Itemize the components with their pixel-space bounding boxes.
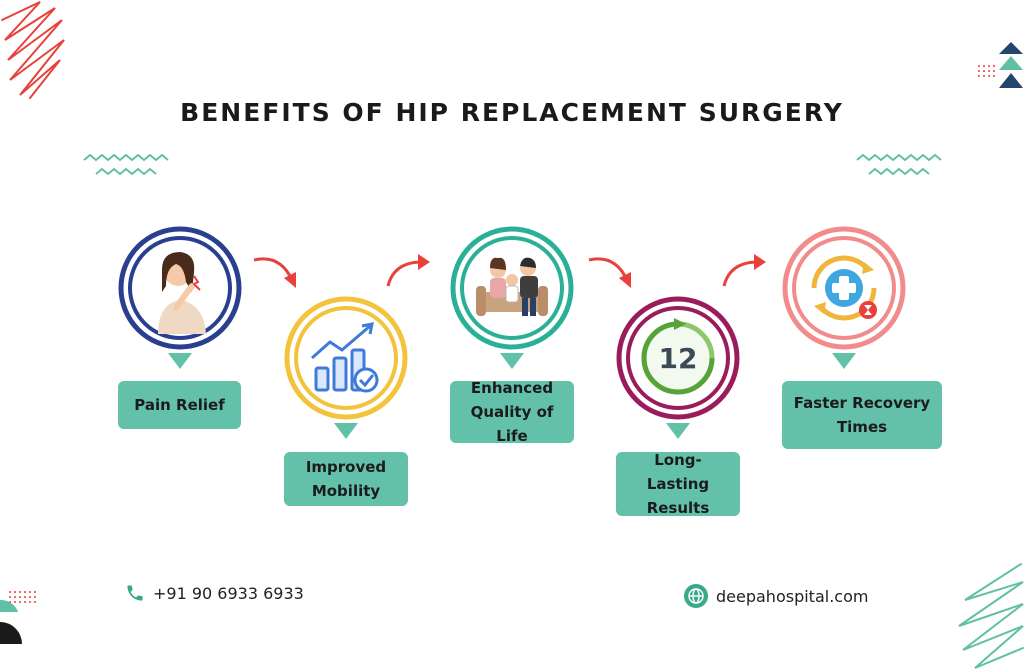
long-lasting-badge: 12: [616, 296, 740, 420]
improved-mobility-text-2: Mobility: [311, 482, 381, 500]
growth-chart-icon: [311, 322, 379, 393]
faster-recovery-text-1: Faster Recovery: [793, 394, 931, 412]
phone-number: +91 90 6933 6933: [153, 583, 304, 603]
bottom-left-decoration: [0, 591, 36, 644]
pain-relief-badge: [118, 226, 242, 350]
enhanced-quality-badge: [450, 226, 574, 350]
long-lasting-text-1: Long-Lasting: [646, 451, 710, 493]
faster-recovery-text-2: Times: [836, 418, 888, 436]
page-title: BENEFITS OF HIP REPLACEMENT SURGERY: [180, 98, 844, 127]
arrow-4: [722, 254, 766, 287]
arrow-1: [253, 257, 296, 288]
zigzag-decoration-left: [83, 153, 169, 176]
label-long-lasting: Long-Lasting Results: [616, 451, 740, 517]
label-pain-relief: Pain Relief: [118, 381, 241, 429]
enhanced-quality-text-1: Enhanced: [470, 379, 554, 397]
pain-relief-text: Pain Relief: [134, 396, 225, 414]
label-faster-recovery: Faster Recovery Times: [782, 381, 942, 449]
improved-mobility-badge: [284, 296, 408, 420]
red-scribble-decoration: [1, 1, 65, 99]
step-faster-recovery: [782, 226, 906, 369]
long-lasting-text-2: Results: [646, 499, 710, 517]
arrow-2: [386, 254, 430, 287]
clock-number: 12: [659, 342, 698, 375]
step-improved-mobility: [284, 296, 408, 439]
triangle-stack-decoration: [978, 42, 1023, 88]
zigzag-decoration-right: [856, 153, 942, 176]
faster-recovery-badge: [782, 226, 906, 350]
pain-person-icon: [158, 252, 206, 334]
step-pain-relief: [118, 226, 242, 369]
step-enhanced-quality: [450, 226, 574, 369]
enhanced-quality-text-2: Quality of Life: [470, 403, 554, 445]
arrow-3: [588, 257, 631, 288]
phone-icon: [127, 585, 143, 601]
medical-cross-timer-icon: [811, 255, 877, 321]
website-link[interactable]: deepahospital.com: [684, 584, 868, 608]
phone-contact[interactable]: +91 90 6933 6933: [125, 582, 304, 604]
clock-12-icon: 12: [641, 318, 715, 395]
website-url: deepahospital.com: [716, 586, 869, 606]
improved-mobility-text-1: Improved: [305, 458, 387, 476]
label-enhanced-quality: Enhanced Quality of Life: [450, 379, 574, 445]
step-long-lasting: 12: [616, 296, 740, 439]
green-scribble-decoration: [958, 563, 1024, 669]
label-improved-mobility: Improved Mobility: [284, 452, 408, 506]
family-icon: [476, 257, 548, 316]
globe-icon: [684, 584, 708, 608]
